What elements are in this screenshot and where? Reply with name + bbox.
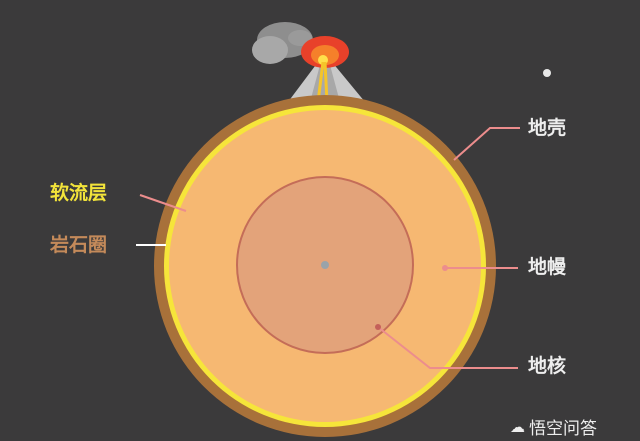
- wukong-logo-icon: ☁: [510, 417, 525, 436]
- crust-label: 地壳: [528, 117, 567, 139]
- watermark-text: 悟空问答: [529, 419, 597, 439]
- crust-leader-line: [453, 127, 520, 161]
- asthenosphere-leader-line: [139, 194, 187, 212]
- lithosphere-label: 岩石圈: [50, 234, 108, 256]
- mantle-label: 地幔: [528, 256, 567, 278]
- star: [543, 69, 551, 77]
- watermark: ☁ 悟空问答: [510, 414, 597, 440]
- volcano: [252, 22, 365, 103]
- center-dot: [321, 261, 329, 269]
- core-leader-line: [377, 326, 518, 369]
- asthenosphere-label: 软流层: [50, 182, 108, 204]
- core-label: 地核: [528, 355, 567, 377]
